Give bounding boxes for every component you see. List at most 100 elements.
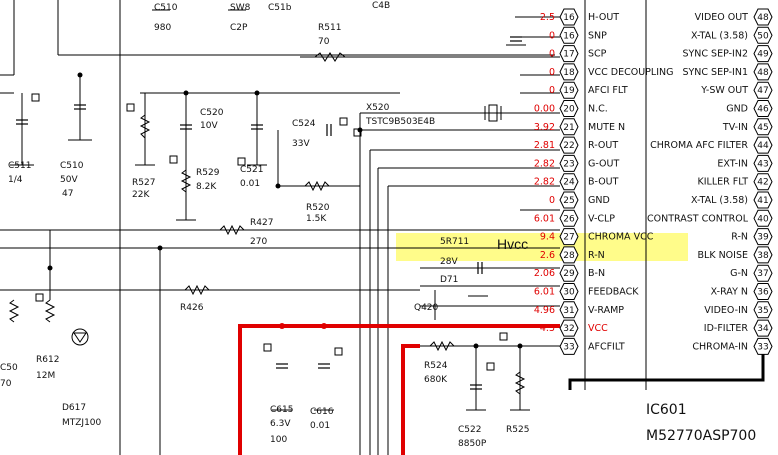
- wiring: [0, 0, 560, 455]
- pin-number: 35: [757, 306, 768, 316]
- pin-marker: [753, 301, 773, 319]
- pin-name: R-OUT: [588, 140, 618, 151]
- pin-marker: [753, 319, 773, 337]
- pin-marker: [559, 228, 579, 246]
- label-c5711: 5R711: [440, 237, 469, 247]
- pin-voltage: 9.4: [540, 232, 555, 243]
- pin-name: TV-IN: [722, 122, 748, 133]
- right-pin: X-TAL (3.58)50: [691, 26, 773, 44]
- label-c615-value: 6.3V: [270, 419, 291, 429]
- pin-number: 48: [757, 68, 769, 78]
- pin-number: 36: [757, 288, 769, 298]
- pin-marker: [559, 63, 579, 81]
- label-c510b-value2: 47: [62, 189, 73, 199]
- pin-number: 44: [757, 141, 769, 151]
- pin-number: 19: [563, 86, 575, 96]
- pin-voltage: 6.01: [534, 287, 555, 298]
- label-c5711-value: 28V: [440, 257, 458, 267]
- pin-name: V-RAMP: [588, 305, 624, 316]
- label-c520: C520: [200, 108, 224, 118]
- pin-marker: [753, 191, 773, 209]
- label-sw8: SW8: [230, 3, 251, 13]
- label-c511: C511: [8, 161, 31, 171]
- label-c522-value: 8850P: [458, 439, 487, 449]
- pin-marker: [559, 136, 579, 154]
- pin-name: MUTE N: [588, 122, 625, 133]
- label-c2p: C2P: [230, 23, 248, 33]
- pin-name: V-CLP: [588, 213, 615, 224]
- label-980: 980: [154, 23, 171, 33]
- label-r525: R525: [506, 425, 529, 435]
- r525: [514, 371, 526, 395]
- pin-voltage: 0: [549, 195, 555, 206]
- pin-marker: [753, 81, 773, 99]
- label-r529: R529: [196, 168, 220, 178]
- pin-number: 47: [757, 86, 768, 96]
- pin-voltage: 2.81: [534, 140, 555, 151]
- pin-marker: [559, 191, 579, 209]
- pin-marker: [559, 246, 579, 264]
- pin-number: 32: [563, 324, 574, 334]
- pin-marker: [753, 63, 773, 81]
- pin-marker: [559, 118, 579, 136]
- label-c510: C510: [154, 3, 178, 13]
- label-r511: R511: [318, 23, 341, 33]
- hvcc-highlight: [396, 233, 688, 261]
- pin-name: B-OUT: [588, 177, 619, 188]
- pin-name: R-N: [731, 232, 748, 243]
- label-r524: R524: [424, 361, 448, 371]
- pin-name: SCP: [588, 49, 607, 60]
- pin-name: SYNC SEP-IN1: [682, 67, 748, 78]
- label-r427-value: 270: [250, 237, 267, 247]
- pin-voltage: 6.01: [534, 213, 555, 224]
- ic-part-number: M52770ASP700: [646, 428, 756, 444]
- label-c510b-value: 50V: [60, 175, 78, 185]
- label-r527-value: 22K: [132, 190, 150, 200]
- right-pin: TV-IN 45: [722, 118, 773, 136]
- vcc-wiring: [238, 324, 560, 455]
- pin-voltage: 2.6: [540, 250, 555, 261]
- pin-name: X-TAL (3.58): [691, 195, 748, 206]
- pin-marker: [559, 209, 579, 227]
- label-c4b: C4B: [372, 1, 390, 11]
- left-pin: 22 R-OUT 2.81: [534, 136, 618, 154]
- pin-number: 33: [563, 342, 574, 352]
- pin-number: 31: [563, 306, 574, 316]
- label-c511-value: 1/4: [8, 175, 23, 185]
- pin-name: H-OUT: [588, 12, 619, 23]
- pin-voltage: 2.5: [540, 12, 555, 23]
- pin-number: 22: [563, 141, 574, 151]
- pin-name: CONTRAST CONTROL: [647, 213, 749, 224]
- pin-voltage: 0: [549, 67, 555, 78]
- label-c522: C522: [458, 425, 481, 435]
- pin-number: 23: [563, 159, 574, 169]
- pin-marker: [753, 45, 773, 63]
- left-pin: 16 H-OUT 2.5: [540, 8, 619, 26]
- pin-name: VCC: [588, 323, 608, 334]
- pin-marker: [753, 209, 773, 227]
- label-r520: R520: [306, 203, 330, 213]
- pin-number: 45: [757, 123, 768, 133]
- label-c615-value2: 100: [270, 435, 287, 445]
- pin-name: Y-SW OUT: [700, 85, 748, 96]
- pin-number: 17: [563, 50, 574, 60]
- pin-number: 16: [563, 13, 575, 23]
- pin-marker: [559, 154, 579, 172]
- zener-d617: [71, 328, 89, 346]
- label-r426: R426: [180, 303, 204, 313]
- pin-name: G-OUT: [588, 158, 619, 169]
- pin-number: 21: [563, 123, 574, 133]
- grounds: [10, 9, 530, 411]
